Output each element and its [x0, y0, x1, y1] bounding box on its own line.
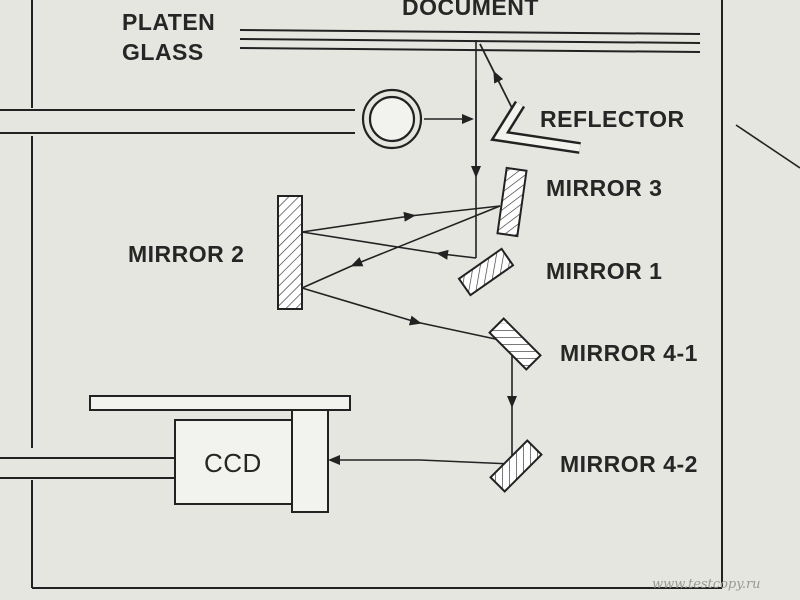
- mirror2-to-mirror3-ray: [301, 205, 501, 233]
- mirror-4-1: [488, 317, 542, 371]
- platen-label-line1: PLATEN: [122, 9, 215, 35]
- mirror3-label: MIRROR 3: [546, 175, 662, 201]
- lamp: [361, 88, 423, 150]
- mirror-3: [496, 166, 528, 238]
- mirror41-label: MIRROR 4-1: [560, 340, 698, 366]
- reflector-label: REFLECTOR: [540, 106, 685, 132]
- ccd-lens-board: [291, 409, 329, 513]
- mirror3-to-mirror2-ray: [301, 205, 501, 289]
- mirror2-to-mirror41-ray: [301, 287, 501, 341]
- mirror42-label: MIRROR 4-2: [560, 451, 698, 477]
- mirror-1: [457, 247, 515, 297]
- lamp-carriage-rail: [0, 109, 355, 134]
- mirror-2: [277, 195, 303, 310]
- platen-label-line2: GLASS: [122, 39, 204, 65]
- ccd-label: CCD: [204, 448, 262, 478]
- reflector: [490, 100, 581, 154]
- mirror-4-2: [489, 439, 543, 493]
- diagram-frame: [31, 0, 800, 589]
- ccd-box: [174, 419, 296, 505]
- mirror1-label: MIRROR 1: [546, 258, 662, 284]
- mirror42-to-ccd-ray: [328, 455, 513, 465]
- watermark: www.testcopy.ru: [652, 577, 761, 592]
- document-label: DOCUMENT: [402, 0, 539, 20]
- platen-glass: [239, 29, 701, 53]
- mirror1-to-mirror2-ray: [301, 231, 477, 260]
- light-paths: [301, 40, 517, 465]
- mirror2-label: MIRROR 2: [128, 241, 244, 267]
- ccd-assembly: [0, 395, 351, 513]
